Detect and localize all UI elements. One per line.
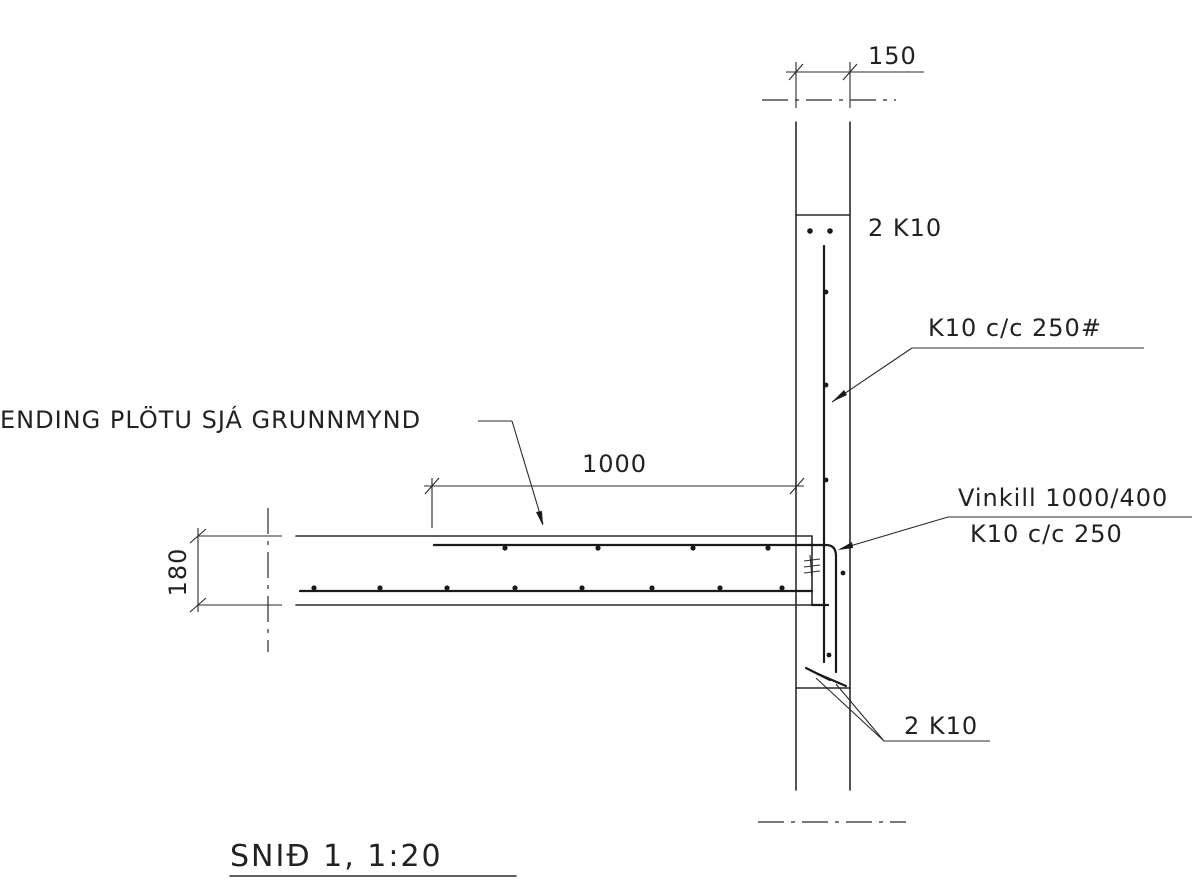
dimension-180-label: 180 [164, 548, 192, 597]
wall-rebar-leader [831, 347, 1144, 403]
bottom-bars-leader [815, 677, 990, 742]
top-bars-label: 2 K10 [868, 214, 942, 242]
bottom-bars-label: 2 K10 [904, 712, 978, 740]
dimension-1000 [424, 477, 805, 528]
dimension-150 [786, 62, 924, 108]
wall-bottom-bars [804, 652, 848, 688]
slab-bottom-bar [298, 585, 814, 593]
slab-extension-label: ENDING PLÖTU SJÁ GRUNNMYND [0, 405, 421, 434]
angle-bar-label-line2: K10 c/c 250 [970, 520, 1123, 548]
wall-vertical-bar [822, 244, 829, 664]
anchor-marks [803, 554, 821, 579]
wall-top-bars [807, 228, 833, 234]
dimension-150-label: 150 [868, 42, 917, 70]
slab-extension-leader [478, 420, 544, 526]
drawing-title: SNIÐ 1, 1:20 [230, 839, 443, 874]
slab-top-bar [432, 543, 814, 551]
slab [295, 535, 813, 606]
angle-bar-vinkill [808, 543, 846, 674]
wall [795, 121, 851, 791]
angle-bar-label-line1: Vinkill 1000/400 [958, 484, 1168, 512]
dimension-180 [189, 528, 282, 613]
dimension-1000-label: 1000 [582, 450, 647, 478]
angle-bar-leader [838, 516, 1192, 550]
wall-rebar-label: K10 c/c 250# [928, 314, 1102, 342]
